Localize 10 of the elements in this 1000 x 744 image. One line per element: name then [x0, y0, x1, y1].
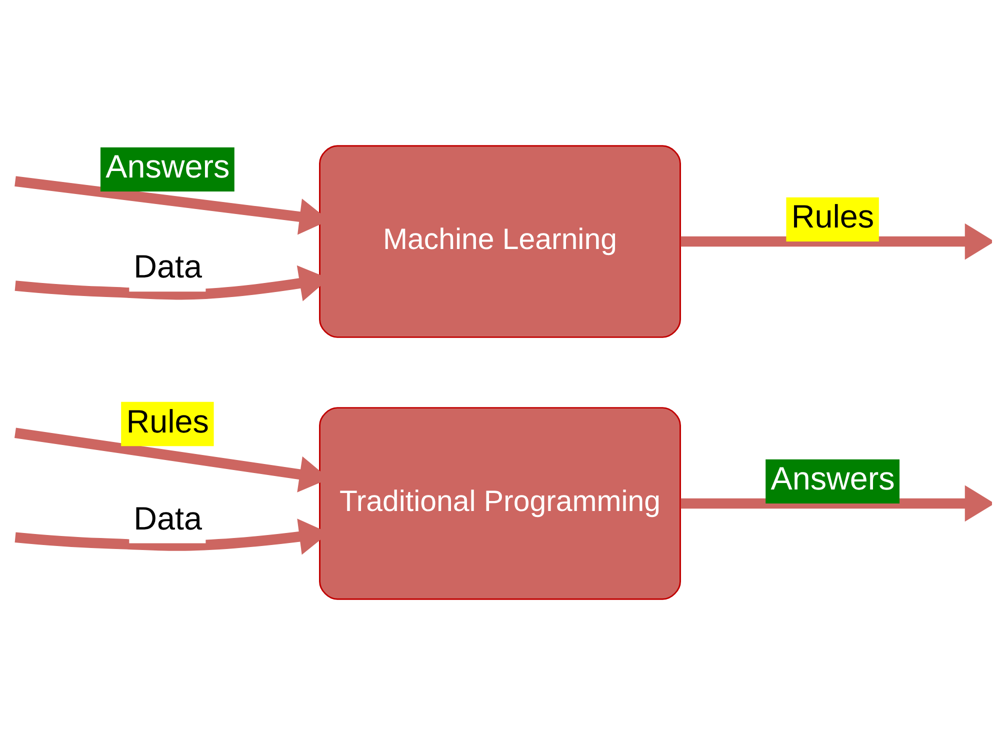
arrow [680, 222, 992, 260]
edge-label: Rules [791, 198, 874, 234]
node-box: Machine Learning [319, 144, 681, 338]
edge-label: Answers [770, 460, 895, 496]
edge-label: Rules [126, 402, 209, 439]
edge-label: Answers [106, 148, 230, 184]
arrow [680, 484, 992, 522]
edge-label: Data [134, 500, 202, 536]
edge-label: Data [134, 248, 202, 284]
node-box: Traditional Programming [319, 406, 681, 600]
